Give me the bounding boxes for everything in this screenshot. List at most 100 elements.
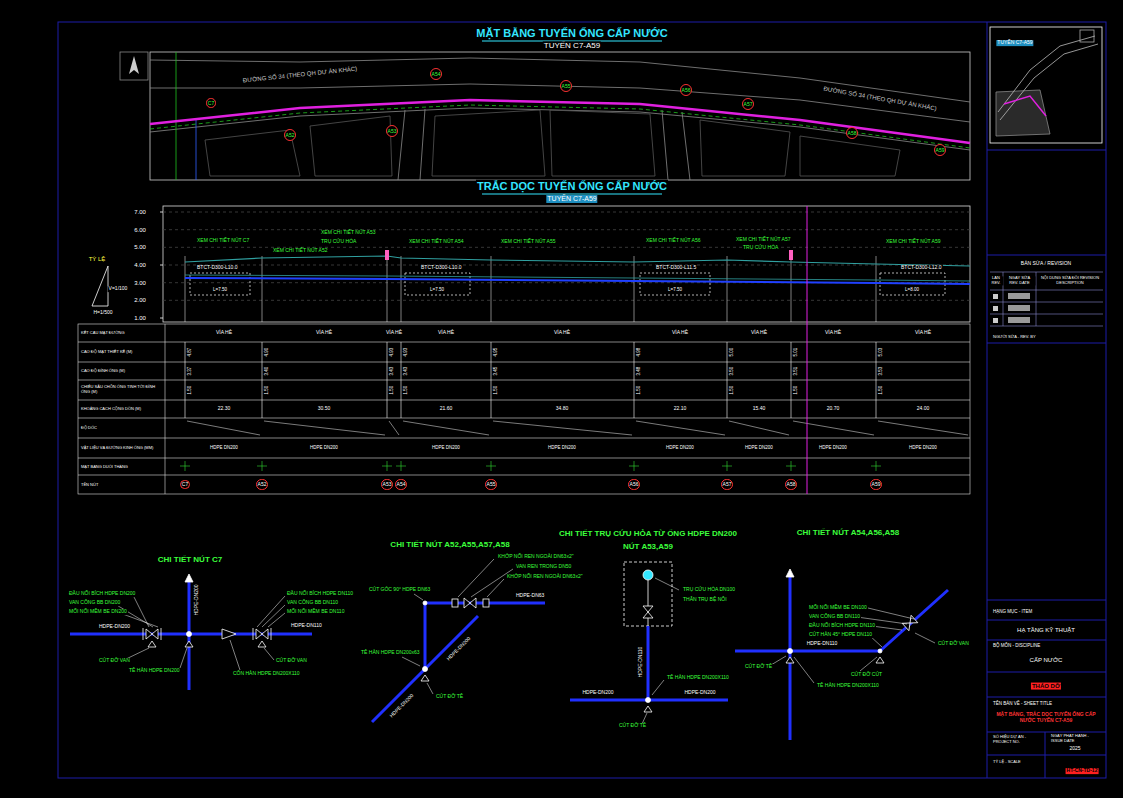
key-map xyxy=(996,90,1050,136)
detail-c7 xyxy=(253,628,254,640)
table-cell: HDPE DN200 xyxy=(665,445,695,450)
profile-table xyxy=(78,438,970,439)
profile-grid xyxy=(727,256,728,322)
part-label: VAN CỔNG BB DN110 xyxy=(286,600,339,606)
profile-table xyxy=(722,461,732,471)
profile-grid xyxy=(190,273,945,295)
detail-a52 xyxy=(483,599,489,607)
table-cell: VỈA HÈ xyxy=(553,330,571,336)
node-circle: A57 xyxy=(742,98,754,110)
profile-grid xyxy=(789,250,793,260)
detail-c7 xyxy=(188,580,191,690)
profile-grid xyxy=(640,273,710,295)
table-cell: 4.98 xyxy=(636,347,641,358)
pipe-label: HDPE-DN200 xyxy=(445,635,472,662)
detail-c7 xyxy=(133,595,149,627)
detail-a54 xyxy=(786,569,794,577)
title-block-text: NGÀY PHÁT HÀNH - ISSUE DATE xyxy=(1050,734,1102,743)
profile-table xyxy=(78,362,970,363)
dimension: L=7.50 xyxy=(429,287,445,292)
part-label: CÔN HÀN HDPE DN200X110 xyxy=(232,671,301,677)
revision-table xyxy=(990,302,1103,303)
detail-hydrant xyxy=(570,699,728,702)
table-cell: 3.43 xyxy=(403,366,408,377)
profile-table xyxy=(78,458,970,459)
detail-a54 xyxy=(735,569,948,740)
detail-a52 xyxy=(487,579,504,597)
part-label: MỐI NỐI MỀM BE DN200 xyxy=(68,609,128,615)
profile-table xyxy=(786,461,796,471)
title-block-text: SỐ HIỆU DỰ ÁN - PROJECT NO. xyxy=(992,735,1038,744)
part-label: CÚT ĐỠ VAN xyxy=(275,658,308,664)
detail-a54 xyxy=(868,608,914,619)
detail-reference: XEM CHI TIẾT NÚT A53 xyxy=(320,230,376,236)
revision-table xyxy=(1008,317,1030,323)
profile-grid xyxy=(163,206,970,322)
axis-value: 7.00 xyxy=(133,209,147,216)
row-header: KẾT CẤU MẶT ĐƯỜNG xyxy=(80,331,164,336)
part-label: CÚT ĐỠ TÊ xyxy=(435,694,464,700)
node-label: A59 xyxy=(872,482,881,487)
node-label: A57 xyxy=(744,102,753,107)
profile-table xyxy=(727,342,728,418)
sheet-frame xyxy=(987,732,1106,733)
profile-table xyxy=(634,342,635,418)
axis-value: 4.00 xyxy=(133,262,147,269)
profile-table xyxy=(185,342,876,418)
table-cell: VỈA HÈ xyxy=(437,330,455,336)
profile-table xyxy=(486,461,496,471)
detail-a54 xyxy=(915,633,935,643)
plan-view xyxy=(120,52,970,180)
table-cell: VỈA HÈ xyxy=(914,330,932,336)
node-circle: A59 xyxy=(934,144,946,156)
subtitle: TUYẾN C7-A59 xyxy=(543,41,601,50)
culvert-label: BTCT-D300-L11.5 xyxy=(655,265,697,271)
profile-table xyxy=(187,421,260,435)
detail-c7 xyxy=(222,629,236,639)
table-cell: 15.40 xyxy=(752,406,767,412)
dimension: L=8.00 xyxy=(904,287,920,292)
plan-view xyxy=(432,110,545,176)
title-block-text: TÊN BẢN VẼ - SHEET TITLE xyxy=(992,701,1053,706)
pipe-label: HDPE-DN200 xyxy=(388,692,415,719)
profile-table xyxy=(793,421,874,435)
table-cell: 3.50 xyxy=(729,366,734,377)
node-circle: C7 xyxy=(180,480,189,489)
title-block-text: LẦN REV. xyxy=(989,276,1004,285)
pipe-label: HDPE-DN200 xyxy=(98,624,131,630)
detail-hydrant xyxy=(644,706,652,712)
profile-grid xyxy=(401,256,402,322)
pipe-label: HDPE-DN110 xyxy=(638,646,644,679)
pipe-label: HDPE-DN63 xyxy=(515,593,545,599)
drawing-title: MẶT BẰNG TUYẾN ỐNG CẤP NƯỚC xyxy=(475,27,668,40)
node-label: A59 xyxy=(936,148,945,153)
part-label: KHỚP NỐI REN NGOÀI DN63x2" xyxy=(506,574,583,580)
detail-a52 xyxy=(421,598,489,681)
table-cell: 3.43 xyxy=(389,366,394,377)
table-cell: HDPE DN200 xyxy=(209,445,239,450)
title-underline xyxy=(482,41,662,194)
drawing-number: HT-CN-TD-12 xyxy=(1066,768,1099,774)
profile-grid xyxy=(163,212,970,213)
node-circle: A58 xyxy=(846,127,858,139)
revision-table xyxy=(990,326,1103,327)
detail-a52 xyxy=(458,559,494,597)
row-header: CAO ĐỘ MẶT THIẾT KẾ (M) xyxy=(80,350,164,355)
profile-table xyxy=(257,461,267,471)
table-cell: 3.40 xyxy=(264,366,269,377)
table-cell: 4.93 xyxy=(389,347,394,358)
detail-reference: TRỤ CỨU HỎA xyxy=(320,239,357,245)
node-circle: A54 xyxy=(395,479,407,491)
node-label: A53 xyxy=(388,129,397,134)
detail-c7 xyxy=(257,596,285,627)
part-label: MỐI NỐI MỀM BE DN100 xyxy=(808,605,868,611)
profile-table xyxy=(78,475,970,476)
part-label: KHỚP NỐI REN NGOÀI DN63x2" xyxy=(497,554,574,560)
plan-view xyxy=(176,52,177,180)
table-cell: 5.00 xyxy=(729,347,734,358)
detail-a54 xyxy=(771,656,786,665)
part-label: TÊ HÀN HDPE DN200x63 xyxy=(360,650,421,656)
node-circle: A55 xyxy=(485,479,497,491)
detail-title: CHI TIẾT NÚT C7 xyxy=(157,555,223,564)
dimension: L=7.50 xyxy=(667,287,683,292)
